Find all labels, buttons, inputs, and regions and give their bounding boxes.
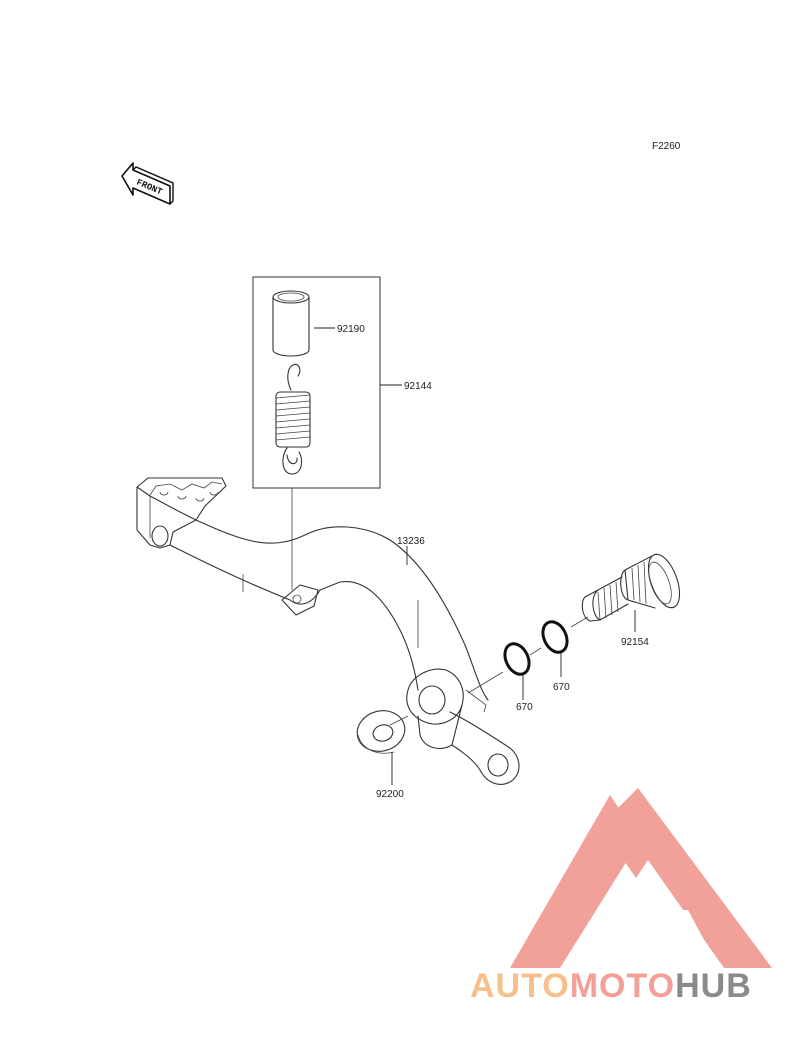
watermark-moto: MOTO: [570, 967, 675, 1005]
watermark-auto: AUTO: [470, 967, 570, 1005]
brake-pedal-part: [136, 477, 520, 785]
part-label-o-ring-right: 670: [553, 682, 570, 693]
part-label-spring-assembly: 92144: [404, 381, 432, 392]
pivot-bolt-part: [581, 553, 681, 622]
part-label-washer: 92200: [376, 789, 404, 800]
o-ring-right-part: [541, 620, 569, 654]
spring-assembly-box: [252, 276, 381, 489]
part-label-brake-pedal: 13236: [397, 536, 425, 547]
watermark-logo-shape: [600, 788, 772, 968]
front-arrow-icon: FRONT: [121, 162, 174, 205]
figure-code: F2260: [652, 141, 681, 152]
part-label-o-ring-left: 670: [516, 702, 533, 713]
washer-part: [356, 710, 406, 754]
watermark-text: AUTOMOTOHUB: [470, 967, 752, 1005]
watermark-logo-shape-left: [510, 795, 640, 968]
part-label-pivot-bolt: 92154: [621, 637, 649, 648]
watermark-hub: HUB: [675, 967, 752, 1005]
o-ring-left-part: [503, 642, 531, 676]
collar-part: [272, 290, 310, 357]
part-label-collar: 92190: [337, 324, 365, 335]
spring-part: [275, 363, 311, 475]
watermark-logo: [510, 788, 772, 968]
watermark-logo-shape-inner: [578, 905, 704, 940]
